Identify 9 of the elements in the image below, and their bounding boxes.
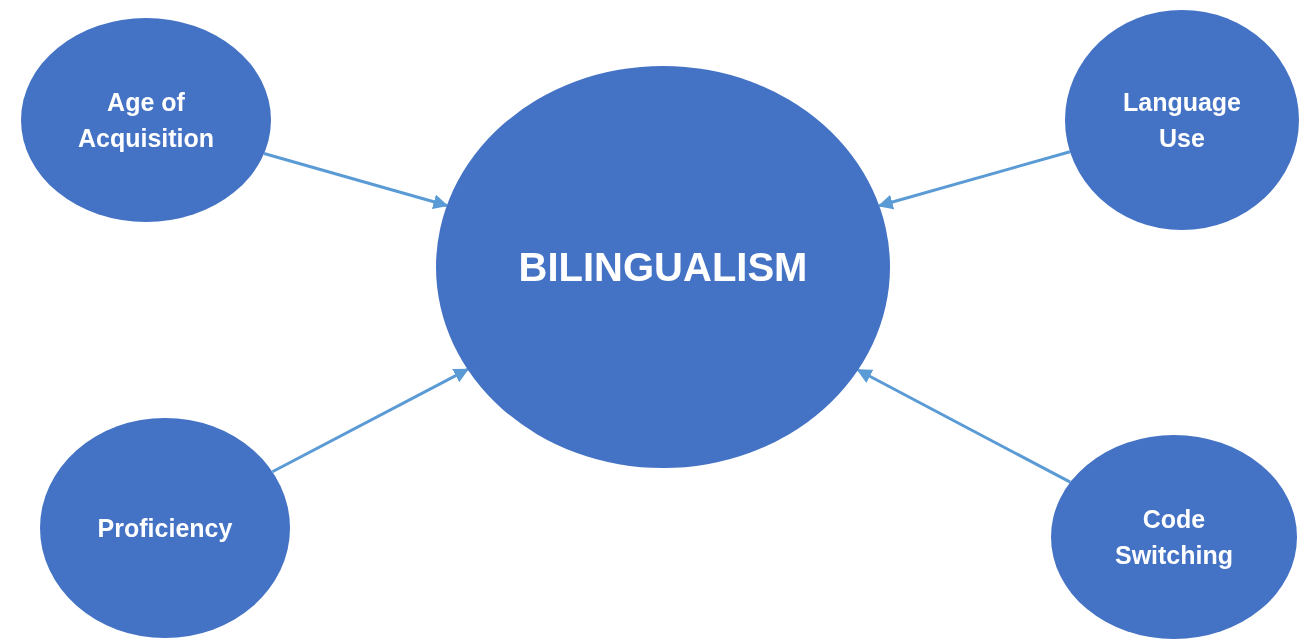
arrow bbox=[263, 152, 449, 210]
arrow bbox=[271, 368, 469, 474]
arrow bbox=[877, 150, 1071, 210]
arrow bbox=[856, 368, 1071, 484]
node-label: Code Switching bbox=[1113, 503, 1235, 571]
node-label: Proficiency bbox=[97, 512, 233, 544]
node-label: Language Use bbox=[1121, 86, 1243, 154]
node-label: Age of Acquisition bbox=[76, 86, 216, 154]
title-text: BILINGUALISM bbox=[518, 244, 808, 291]
